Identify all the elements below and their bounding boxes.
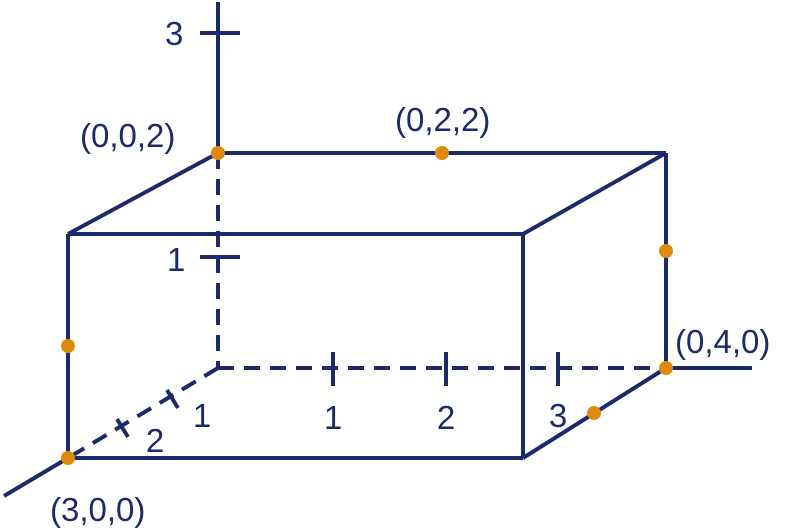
- vertex-label-040: (0,4,0): [675, 323, 770, 360]
- box-edge-top-left: [67, 151, 219, 236]
- x-axis-hidden: [66, 366, 220, 460]
- point-mid-022: [435, 146, 449, 160]
- y-tick-label-2: 2: [437, 399, 455, 436]
- z-tick-label-1: 1: [167, 241, 185, 278]
- z-tick-label-3: 3: [165, 15, 183, 52]
- vertex-label-300: (3,0,0): [50, 491, 145, 528]
- point-mid-back-right: [659, 244, 673, 258]
- point-vertex-300: [61, 451, 75, 465]
- vertex-label-022: (0,2,2): [395, 101, 490, 138]
- point-mid-front-left: [61, 339, 75, 353]
- point-vertex-002: [211, 146, 225, 160]
- y-tick-label-3: 3: [549, 397, 567, 434]
- point-vertex-040: [659, 361, 673, 375]
- x-tick-mark-1: [165, 388, 180, 410]
- point-mid-bottom-right: [587, 406, 601, 420]
- x-axis: [2, 456, 70, 498]
- x-tick-mark-2: [115, 417, 130, 439]
- vertex-label-002: (0,0,2): [80, 117, 175, 154]
- x-tick-label-1: 1: [193, 397, 211, 434]
- box-edge-top-right: [522, 151, 667, 236]
- x-tick-label-2: 2: [146, 422, 164, 459]
- y-tick-label-1: 1: [324, 399, 342, 436]
